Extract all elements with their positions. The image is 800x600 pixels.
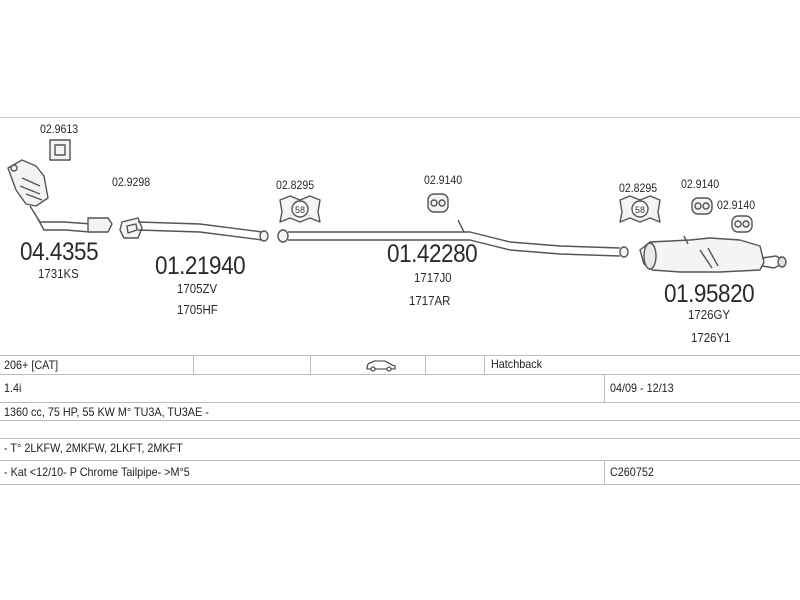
hanger-code-label: 02.9140 <box>717 198 756 212</box>
rubber-hanger-icon <box>691 197 713 215</box>
table-row-divider <box>0 484 800 485</box>
hanger-code-label: 02.9140 <box>424 173 463 187</box>
rubber-hanger-icon <box>731 215 753 233</box>
table-col-divider <box>425 355 426 374</box>
front-pipe-ref-1: 1705ZV <box>177 281 218 296</box>
mid-pipe-code: 01.42280 <box>387 240 478 268</box>
top-divider <box>0 117 800 118</box>
rear-box-code: 01.95820 <box>664 280 755 308</box>
front-pipe-ref-2: 1705HF <box>177 302 218 317</box>
gasket-code-label: 02.9298 <box>112 175 151 189</box>
mid-pipe-ref-2: 1717AR <box>409 293 451 308</box>
table-col-divider <box>193 355 194 374</box>
system-code: C260752 <box>610 465 654 479</box>
catalyst-code: 04.4355 <box>20 238 99 266</box>
front-pipe-icon <box>137 221 269 242</box>
vehicle-engine: 1.4i <box>4 381 22 395</box>
exhaust-drawing: 58 58 <box>7 139 787 273</box>
clamp-58-icon <box>619 195 661 223</box>
clamp-code-label: 02.8295 <box>276 178 315 192</box>
table-row-divider <box>0 402 800 403</box>
vehicle-model: 206+ [CAT] <box>4 358 59 372</box>
rear-box-ref-2: 1726Y1 <box>691 330 731 345</box>
front-pipe-code: 01.21940 <box>155 252 246 280</box>
table-col-divider <box>604 460 605 484</box>
hanger-code-label: 02.9140 <box>681 177 720 191</box>
clamp-58-icon <box>279 195 321 223</box>
table-col-divider <box>604 374 605 402</box>
rear-box-ref-1: 1726GY <box>688 307 730 322</box>
table-row-divider <box>0 374 800 375</box>
vehicle-notes: - Kat <12/10- P Chrome Tailpipe- >M°5 <box>4 465 190 479</box>
rubber-hanger-icon <box>427 193 449 213</box>
clamp-code-label: 02.9613 <box>40 122 79 136</box>
vehicle-body: Hatchback <box>491 357 543 371</box>
gasket-icon <box>119 217 143 239</box>
vehicle-types: - T° 2LKFW, 2MKFW, 2LKFT, 2MKFT <box>4 441 183 455</box>
clamp-code-label: 02.8295 <box>619 181 658 195</box>
table-col-divider <box>484 355 485 374</box>
vehicle-years: 04/09 - 12/13 <box>610 381 674 395</box>
clamp-size-label: 58 <box>295 205 305 215</box>
table-row-divider <box>0 460 800 461</box>
clamp-size-label: 58 <box>635 205 645 215</box>
mid-pipe-ref-1: 1717J0 <box>414 270 452 285</box>
mid-pipe-icon <box>277 219 629 258</box>
vehicle-specs: 1360 cc, 75 HP, 55 KW M° TU3A, TU3AE - <box>4 405 209 419</box>
catalyst-ref: 1731KS <box>38 266 79 281</box>
car-hatchback-icon <box>366 360 396 372</box>
rear-silencer-icon <box>639 235 787 273</box>
table-row-divider <box>0 355 800 356</box>
table-row-divider <box>0 438 800 439</box>
catalytic-converter-icon <box>7 159 113 233</box>
table-col-divider <box>310 355 311 374</box>
flange-clamp-icon <box>49 139 71 161</box>
table-row-divider <box>0 420 800 421</box>
